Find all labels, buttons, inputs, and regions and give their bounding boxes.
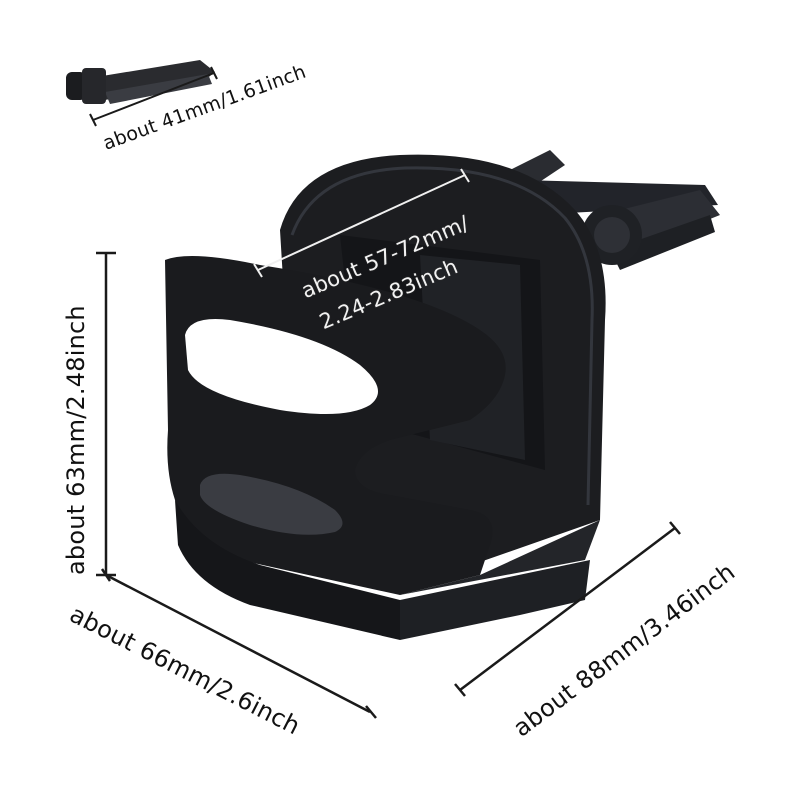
vent-clip-thumbnail — [66, 60, 215, 104]
height-dimension-line — [96, 251, 116, 577]
depth-dimension-line — [454, 521, 681, 697]
vent-clips — [500, 150, 720, 270]
height-label: about 63mm/2.48inch — [62, 305, 90, 575]
holder-lower-cutout — [200, 473, 343, 535]
clip-length-dimension-line — [89, 66, 218, 127]
inner-diameter-dimension-line — [253, 168, 470, 278]
width-dimension-line — [100, 568, 377, 719]
holder-upper-cutout — [185, 319, 378, 414]
